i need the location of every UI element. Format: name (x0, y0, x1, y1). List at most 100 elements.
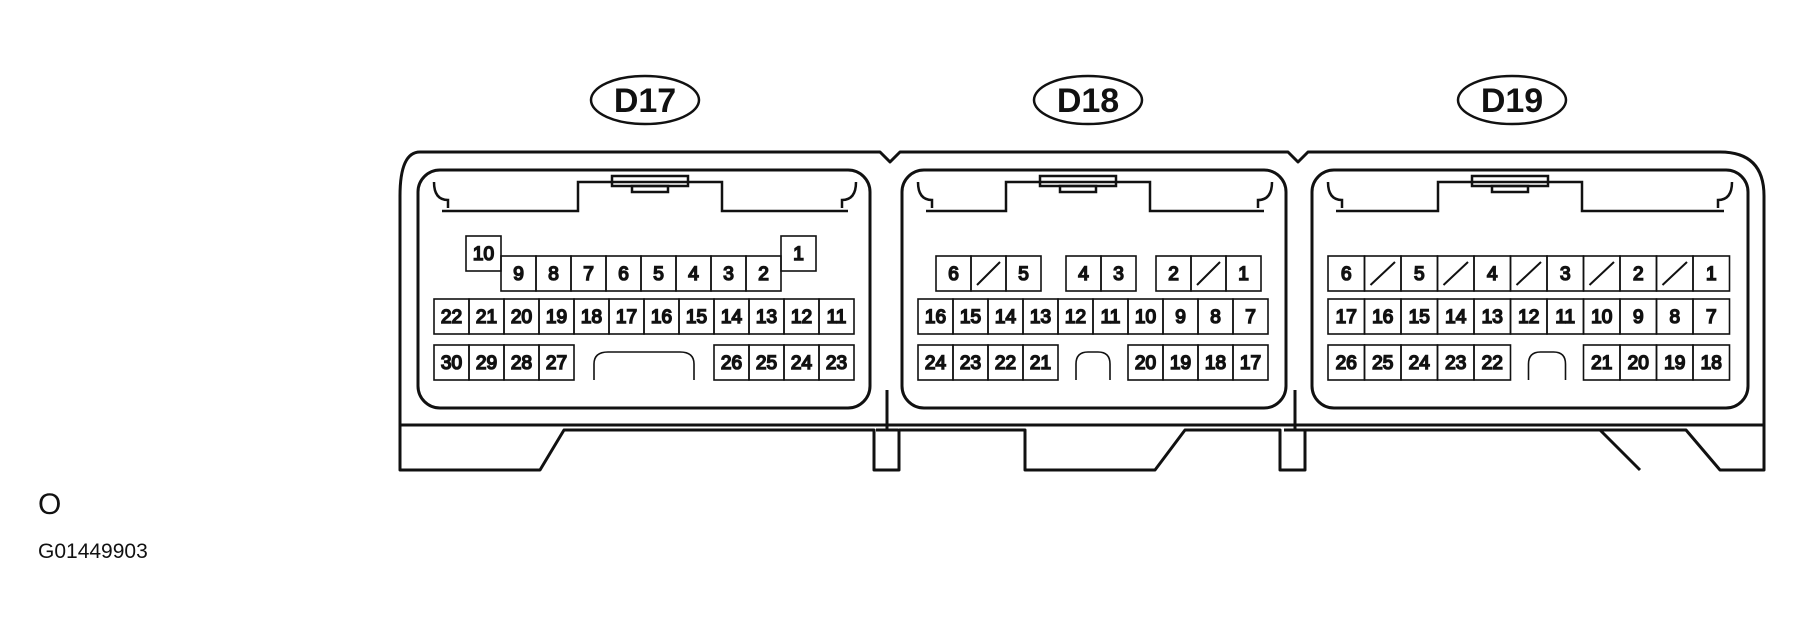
polarity-notch (1527, 351, 1567, 380)
pin-number: 14 (1445, 307, 1467, 328)
pin-cavity: 12 (783, 298, 820, 335)
cavity-box (1692, 298, 1731, 335)
pin-cavity: 24 (783, 344, 820, 381)
pin-cavity: 21 (468, 298, 505, 335)
unused-slash (1588, 261, 1615, 286)
pin-cavity: 16 (643, 298, 680, 335)
pin-cavity: 12 (1509, 298, 1548, 335)
connector-id-text: D19 (1481, 82, 1543, 120)
pin-cavity: 24 (1400, 344, 1439, 381)
pin-number: 24 (1409, 353, 1431, 374)
pin-cavity: 17 (608, 298, 645, 335)
pin-number: 3 (1560, 264, 1571, 285)
pin-cavity: 3 (1100, 255, 1137, 292)
pin-number: 15 (960, 307, 981, 328)
pin-number: 28 (511, 353, 532, 374)
pin-cavity: 1 (1225, 255, 1262, 292)
pin-number: 26 (721, 353, 742, 374)
pin-cavity: 15 (678, 298, 715, 335)
pin-cavity: 12 (1057, 298, 1094, 335)
pin-cavity: 3 (1546, 255, 1585, 292)
lock-outline (432, 180, 858, 213)
lock-outline (916, 180, 1274, 213)
pin-number: 20 (511, 307, 532, 328)
pin-cavity: 8 (1655, 298, 1694, 335)
d17-inner-face (416, 168, 872, 410)
pin-cavity: 23 (1436, 344, 1475, 381)
pin-cavity: 17 (1327, 298, 1366, 335)
pin-number: 16 (925, 307, 946, 328)
pin-cavity: 2 (1155, 255, 1192, 292)
pin-cavity: 4 (675, 255, 712, 292)
d19-center-key (1284, 390, 1306, 432)
pin-number: 1 (1706, 264, 1717, 285)
cavity-box (818, 298, 855, 335)
pin-cavity: 1 (1692, 255, 1731, 292)
lock-tab (916, 174, 1274, 213)
pin-cavity: 22 (987, 344, 1024, 381)
pin-cavity: 23 (952, 344, 989, 381)
pin-number: 21 (1030, 353, 1051, 374)
empty-cavity (1436, 255, 1475, 292)
pin-cavity: 22 (433, 298, 470, 335)
pin-number: 17 (616, 307, 637, 328)
pin-cavity: 25 (748, 344, 785, 381)
pin-number: 23 (826, 353, 847, 374)
pin-number: 25 (1372, 353, 1393, 374)
pin-number: 1 (793, 244, 804, 265)
pin-cavity: 8 (1197, 298, 1234, 335)
figure-note: O (38, 488, 62, 521)
pin-number: 11 (1555, 307, 1575, 328)
pin-cavity: 10 (1582, 298, 1621, 335)
connector-id-text: D17 (614, 82, 676, 120)
pin-cavity: 20 (1619, 344, 1658, 381)
pin-cavity: 11 (1092, 298, 1129, 335)
unused-slash (1515, 261, 1542, 286)
connector-label-d19: D19 (1456, 74, 1568, 126)
pin-cavity: 26 (713, 344, 750, 381)
unused-slash (1661, 261, 1688, 286)
pin-cavity: 6 (1327, 255, 1366, 292)
pin-number: 22 (441, 307, 462, 328)
pin-number: 2 (1633, 264, 1644, 285)
pin-cavity: 13 (748, 298, 785, 335)
pin-cavity: 23 (818, 344, 855, 381)
pin-number: 23 (1445, 353, 1466, 374)
pin-cavity: 8 (535, 255, 572, 292)
pin-number: 25 (756, 353, 777, 374)
pin-cavity: 15 (952, 298, 989, 335)
pin-number: 9 (1633, 307, 1644, 328)
pin-cavity: 26 (1327, 344, 1366, 381)
d18-inner-face (900, 168, 1288, 410)
pin-cavity: 3 (710, 255, 747, 292)
pin-number: 4 (688, 264, 699, 285)
pin-cavity: 21 (1582, 344, 1621, 381)
connector-label-d18: D18 (1032, 74, 1144, 126)
pin-cavity: 18 (1197, 344, 1234, 381)
pin-number: 17 (1336, 307, 1357, 328)
empty-cavity (970, 255, 1007, 292)
pin-number: 19 (1664, 353, 1685, 374)
pin-cavity: 9 (1162, 298, 1199, 335)
connector-id-labels: D17 D18 D19 (589, 74, 1568, 126)
pin-number: 15 (686, 307, 707, 328)
pin-cavity: 1 (780, 235, 817, 272)
pin-cavity: 7 (1692, 298, 1731, 335)
pin-number: 18 (1701, 353, 1722, 374)
cavity-box (1100, 255, 1137, 292)
pin-number: 5 (1414, 264, 1425, 285)
cavity-box (538, 344, 575, 381)
pin-number: 22 (1482, 353, 1503, 374)
unused-slash (1369, 261, 1396, 286)
pin-number: 13 (1030, 307, 1051, 328)
pin-cavity: 18 (1692, 344, 1731, 381)
pin-number: 26 (1336, 353, 1357, 374)
polarity-notch (593, 351, 695, 380)
pin-cavity: 5 (640, 255, 677, 292)
pin-cavity: 11 (1546, 298, 1585, 335)
pin-number: 19 (1170, 353, 1191, 374)
d18-center-key (876, 390, 898, 432)
housing-right-taper (1598, 428, 1642, 472)
pin-cavity: 18 (573, 298, 610, 335)
